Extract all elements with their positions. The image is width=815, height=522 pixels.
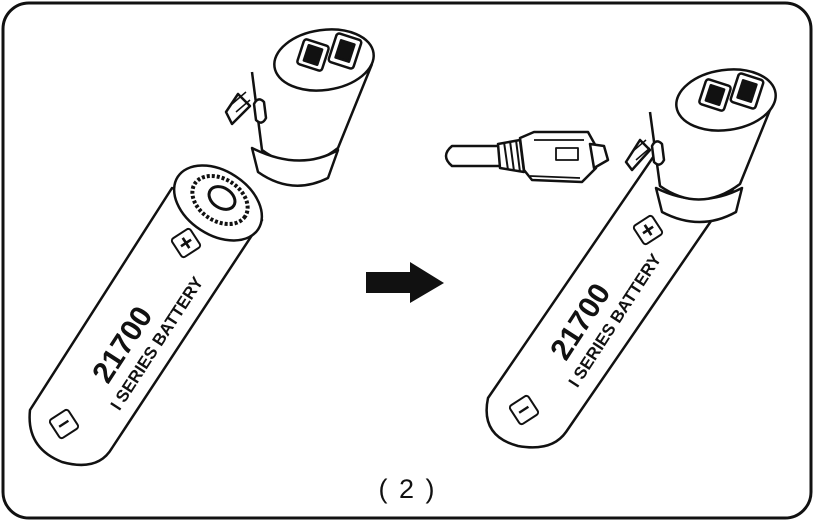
step-label: ( 2 ) (0, 474, 815, 505)
